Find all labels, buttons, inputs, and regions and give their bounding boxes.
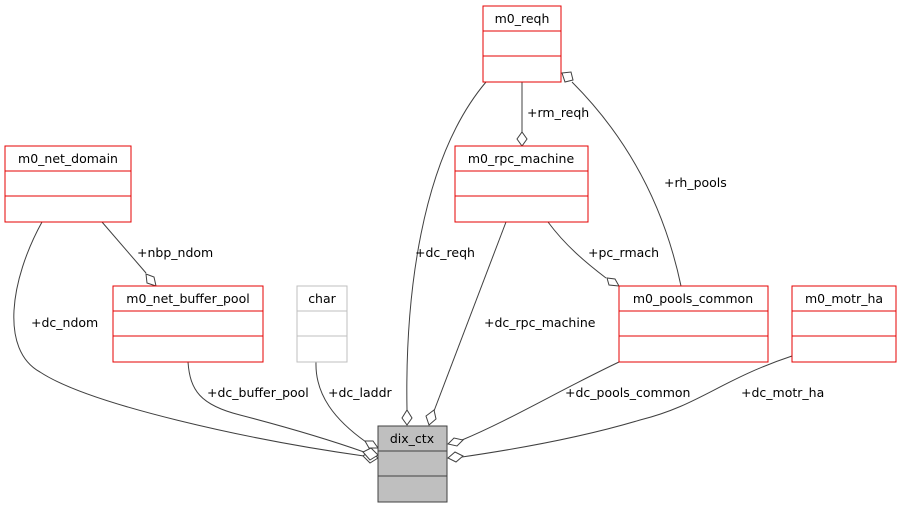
node-title: m0_rpc_machine xyxy=(468,151,575,166)
edge-label-dc-rpc-machine: +dc_rpc_machine xyxy=(484,315,596,330)
node-box xyxy=(112,285,264,363)
node-title: m0_reqh xyxy=(495,11,550,26)
edge-line xyxy=(406,81,487,411)
edge-line xyxy=(461,355,793,458)
node-m0-net-buffer-pool[interactable]: m0_net_buffer_pool xyxy=(112,285,264,363)
node-m0-motr-ha[interactable]: m0_motr_ha xyxy=(791,285,897,363)
node-box xyxy=(482,5,562,83)
node-title: m0_pools_common xyxy=(633,291,753,306)
edge-dc-pools-common: +dc_pools_common xyxy=(447,361,690,447)
aggregation-diamond-icon xyxy=(145,273,157,287)
nodes: m0_reqh m0_net_domain m0_rpc_machine m0_… xyxy=(4,5,897,503)
edge-label-dc-motr-ha: +dc_motr_ha xyxy=(741,385,824,400)
aggregation-diamond-icon xyxy=(447,437,464,447)
edge-rm-reqh: +rm_reqh xyxy=(516,82,589,147)
aggregation-diamond-icon xyxy=(362,447,379,461)
node-title: m0_motr_ha xyxy=(805,291,883,306)
aggregation-diamond-icon xyxy=(447,451,464,463)
node-box xyxy=(377,425,448,503)
edges: +rm_reqh +rh_pools +nbp_ndom +pc_rmach +… xyxy=(13,71,824,464)
edge-label-dc-pools-common: +dc_pools_common xyxy=(565,385,690,400)
aggregation-diamond-icon xyxy=(364,440,379,449)
aggregation-diamond-icon xyxy=(561,71,574,83)
node-m0-net-domain[interactable]: m0_net_domain xyxy=(4,145,132,223)
node-title: char xyxy=(308,291,336,306)
edge-label-dc-ndom: +dc_ndom xyxy=(31,315,98,330)
edge-dc-ndom: +dc_ndom xyxy=(13,221,379,464)
edge-label-dc-reqh: +dc_reqh xyxy=(415,245,475,260)
edge-dc-rpc-machine: +dc_rpc_machine xyxy=(425,221,596,426)
edge-label-dc-buffer-pool: +dc_buffer_pool xyxy=(207,385,309,400)
edge-line xyxy=(13,221,365,457)
node-dix-ctx[interactable]: dix_ctx xyxy=(377,425,448,503)
edge-pc-rmach: +pc_rmach xyxy=(547,221,659,287)
node-m0-reqh[interactable]: m0_reqh xyxy=(482,5,562,83)
node-title: m0_net_domain xyxy=(18,151,118,166)
aggregation-diamond-icon xyxy=(516,131,528,147)
node-box xyxy=(296,285,348,363)
edge-label-pc-rmach: +pc_rmach xyxy=(588,245,659,260)
node-box xyxy=(4,145,132,223)
edge-line xyxy=(187,361,365,453)
edge-dc-reqh: +dc_reqh xyxy=(401,81,487,426)
edge-dc-motr-ha: +dc_motr_ha xyxy=(447,355,824,463)
edge-line xyxy=(315,361,367,443)
edge-line xyxy=(433,221,507,412)
edge-line xyxy=(461,361,620,441)
node-m0-pools-common[interactable]: m0_pools_common xyxy=(618,285,769,363)
edge-dc-laddr: +dc_laddr xyxy=(315,361,393,449)
edge-label-dc-laddr: +dc_laddr xyxy=(328,385,393,400)
node-title: m0_net_buffer_pool xyxy=(126,291,249,306)
node-box xyxy=(791,285,897,363)
edge-line xyxy=(571,81,682,287)
edge-line xyxy=(101,221,147,274)
node-box xyxy=(454,145,589,223)
aggregation-diamond-icon xyxy=(401,409,413,426)
aggregation-diamond-icon xyxy=(606,277,620,287)
edge-label-rm-reqh: +rm_reqh xyxy=(527,105,589,120)
node-box xyxy=(618,285,769,363)
edge-label-rh-pools: +rh_pools xyxy=(664,175,727,190)
edge-nbp-ndom: +nbp_ndom xyxy=(101,221,213,287)
node-title: dix_ctx xyxy=(390,431,434,446)
aggregation-diamond-icon xyxy=(425,409,437,426)
edge-rh-pools: +rh_pools xyxy=(561,71,727,287)
edge-label-nbp-ndom: +nbp_ndom xyxy=(137,245,213,260)
node-char[interactable]: char xyxy=(296,285,348,363)
edge-dc-buffer-pool: +dc_buffer_pool xyxy=(187,361,379,461)
edge-line xyxy=(547,221,607,279)
node-m0-rpc-machine[interactable]: m0_rpc_machine xyxy=(454,145,589,223)
